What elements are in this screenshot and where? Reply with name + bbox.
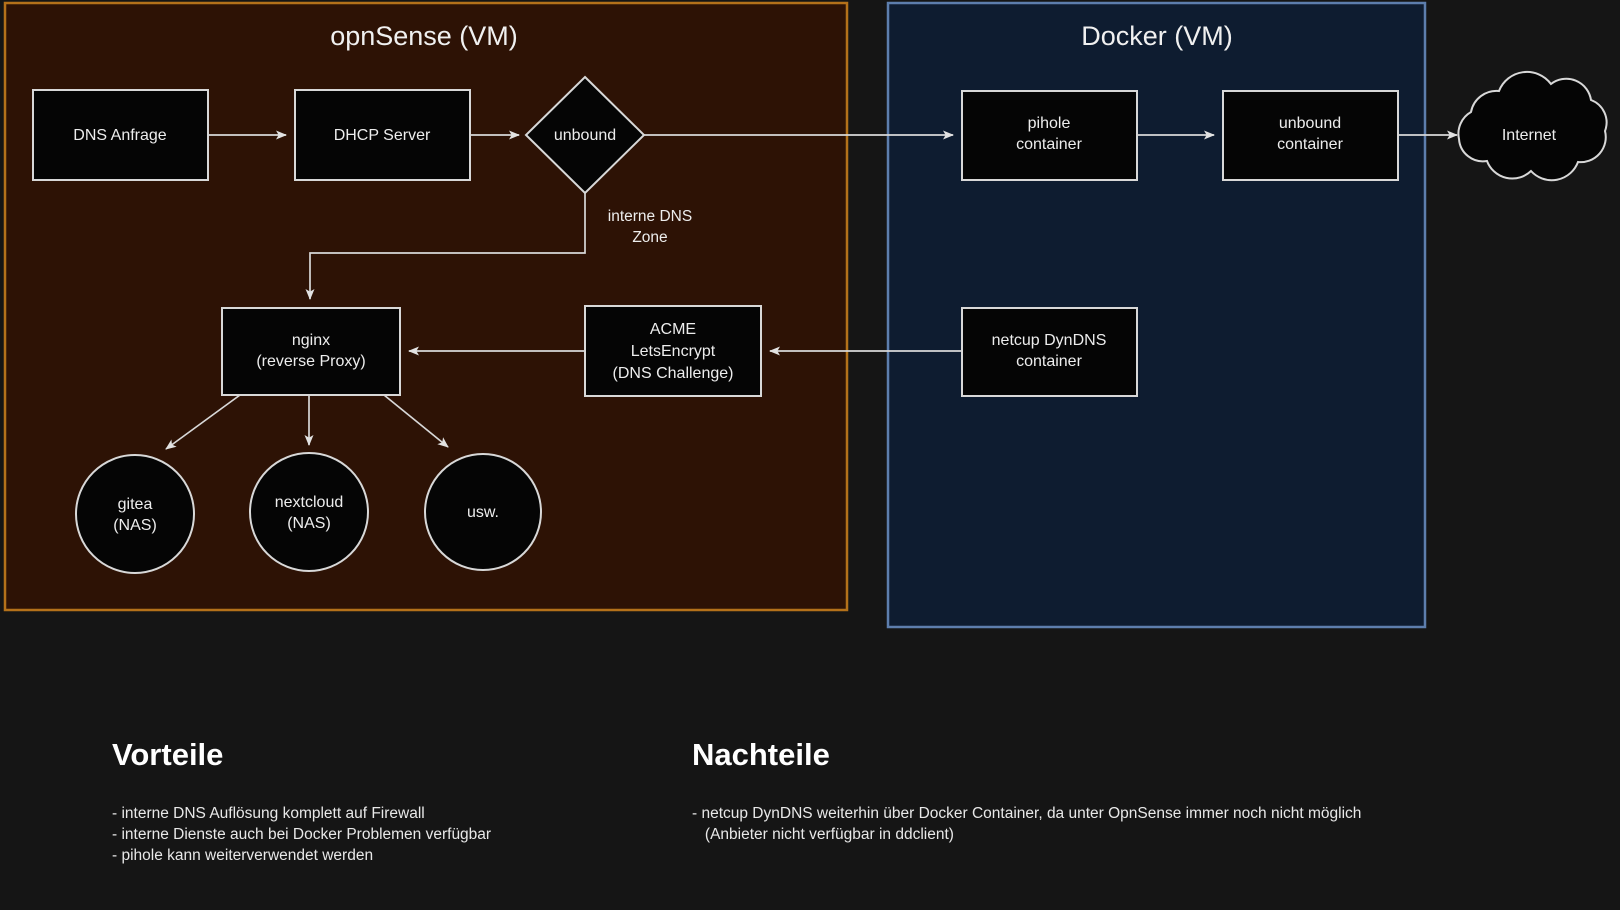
edge-label-interne-dns-zone: interne DNS Zone xyxy=(608,208,692,246)
edge-nginx-to-gitea xyxy=(165,394,241,450)
section-vorteile-bullet-3: - pihole kann weiterverwendet werden xyxy=(112,847,373,864)
node-internet-cloud[interactable]: Internet xyxy=(1457,70,1608,182)
node-netcup-dyndns-container-label-2: container xyxy=(1016,353,1082,370)
node-layer: DNS Anfrage DHCP Server unbound nginx (r… xyxy=(32,70,1608,574)
node-netcup-dyndns-container[interactable]: netcup DynDNS container xyxy=(961,307,1138,397)
section-vorteile-bullet-1: - interne DNS Auflösung komplett auf Fir… xyxy=(112,805,425,822)
node-unbound-container-label-2: container xyxy=(1277,136,1343,153)
node-unbound-diamond[interactable]: unbound xyxy=(524,75,646,195)
node-internet-cloud-label: Internet xyxy=(1502,127,1557,144)
node-pihole-container-label-2: container xyxy=(1016,136,1082,153)
node-nextcloud-nas-shape[interactable] xyxy=(249,452,369,572)
edge-unbound-to-nginx xyxy=(305,193,586,300)
node-acme-letsencrypt-label-1: ACME xyxy=(650,321,696,338)
section-nachteile: Nachteile - netcup DynDNS weiterhin über… xyxy=(692,737,1361,843)
node-nextcloud-nas-label-1: nextcloud xyxy=(275,494,344,511)
edge-layer xyxy=(165,130,1458,450)
node-nextcloud-nas[interactable]: nextcloud (NAS) xyxy=(249,452,369,572)
node-gitea-nas-label-1: gitea xyxy=(118,496,153,513)
node-nginx-reverse-proxy-box[interactable] xyxy=(221,307,401,396)
node-pihole-container-label-1: pihole xyxy=(1028,115,1071,132)
section-vorteile-heading: Vorteile xyxy=(112,737,223,772)
node-unbound-diamond-shape[interactable] xyxy=(524,75,646,195)
node-dns-anfrage-label: DNS Anfrage xyxy=(73,127,166,144)
edge-label-line-1: interne DNS xyxy=(608,208,692,225)
node-usw-label: usw. xyxy=(467,504,499,521)
section-vorteile-bullet-2: - interne Dienste auch bei Docker Proble… xyxy=(112,826,491,843)
node-acme-letsencrypt-label-3: (DNS Challenge) xyxy=(613,365,734,382)
node-netcup-dyndns-container-box[interactable] xyxy=(961,307,1138,397)
section-vorteile: Vorteile - interne DNS Auflösung komplet… xyxy=(112,737,491,864)
node-nginx-reverse-proxy-label-2: (reverse Proxy) xyxy=(256,353,365,370)
node-dns-anfrage[interactable]: DNS Anfrage xyxy=(32,89,209,181)
node-nginx-reverse-proxy-label-1: nginx xyxy=(292,332,330,349)
node-acme-letsencrypt-label-2: LetsEncrypt xyxy=(631,343,716,360)
node-netcup-dyndns-container-label-1: netcup DynDNS xyxy=(992,332,1107,349)
node-nginx-reverse-proxy[interactable]: nginx (reverse Proxy) xyxy=(221,307,401,396)
node-usw-shape[interactable] xyxy=(424,453,542,571)
section-nachteile-bullet-1: - netcup DynDNS weiterhin über Docker Co… xyxy=(692,805,1361,822)
node-usw[interactable]: usw. xyxy=(424,453,542,571)
node-unbound-container-label-1: unbound xyxy=(1279,115,1341,132)
node-gitea-nas-label-2: (NAS) xyxy=(113,517,157,534)
node-acme-letsencrypt[interactable]: ACME LetsEncrypt (DNS Challenge) xyxy=(584,305,762,397)
node-acme-letsencrypt-box[interactable] xyxy=(584,305,762,397)
node-unbound-diamond-label: unbound xyxy=(554,127,616,144)
edge-nginx-to-usw xyxy=(383,394,449,448)
node-gitea-nas[interactable]: gitea (NAS) xyxy=(75,454,195,574)
node-dhcp-server-box[interactable] xyxy=(294,89,471,181)
edge-label-line-2: Zone xyxy=(632,229,667,246)
cloud-icon[interactable] xyxy=(1457,70,1608,182)
section-nachteile-bullet-2: (Anbieter nicht verfügbar in ddclient) xyxy=(692,826,954,843)
node-pihole-container-box[interactable] xyxy=(961,90,1138,181)
node-nextcloud-nas-label-2: (NAS) xyxy=(287,515,331,532)
node-dns-anfrage-box[interactable] xyxy=(32,89,209,181)
node-dhcp-server-label: DHCP Server xyxy=(334,127,431,144)
zone-docker-title: Docker (VM) xyxy=(1081,21,1233,51)
section-nachteile-heading: Nachteile xyxy=(692,737,830,772)
node-pihole-container[interactable]: pihole container xyxy=(961,90,1138,181)
zone-opnsense-title: opnSense (VM) xyxy=(330,21,518,51)
node-gitea-nas-shape[interactable] xyxy=(75,454,195,574)
node-unbound-container[interactable]: unbound container xyxy=(1222,90,1399,181)
node-unbound-container-box[interactable] xyxy=(1222,90,1399,181)
node-dhcp-server[interactable]: DHCP Server xyxy=(294,89,471,181)
